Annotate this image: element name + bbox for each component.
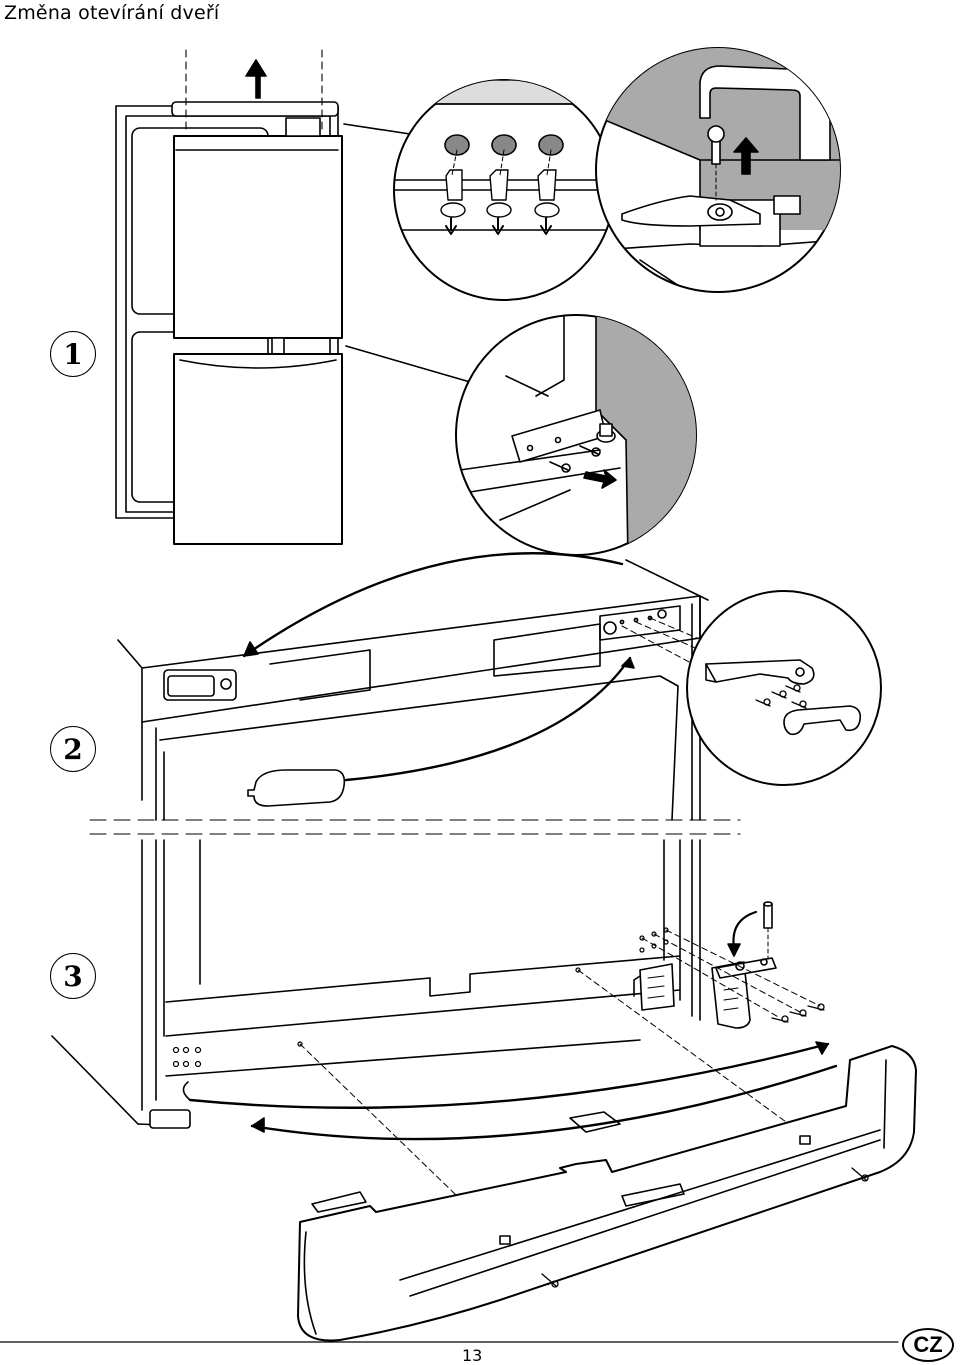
lower-hinge-part [299, 901, 861, 1287]
language-badge: CZ [902, 1328, 954, 1362]
detail-hinge-bracket [686, 590, 882, 786]
page-title: Změna otevírání dveří [4, 2, 220, 24]
detail-top-hinge [595, 47, 841, 293]
step-number-2: 2 [50, 726, 96, 772]
step-number-1: 1 [50, 331, 96, 377]
plinth-cover [182, 1041, 917, 1342]
section-separator [89, 819, 741, 835]
detail-middle-hinge [455, 314, 697, 556]
door-panel-bottom [51, 839, 701, 1129]
fridge-front-view [115, 49, 471, 545]
step-number-3: 3 [50, 953, 96, 999]
page-number: 13 [462, 1346, 483, 1365]
